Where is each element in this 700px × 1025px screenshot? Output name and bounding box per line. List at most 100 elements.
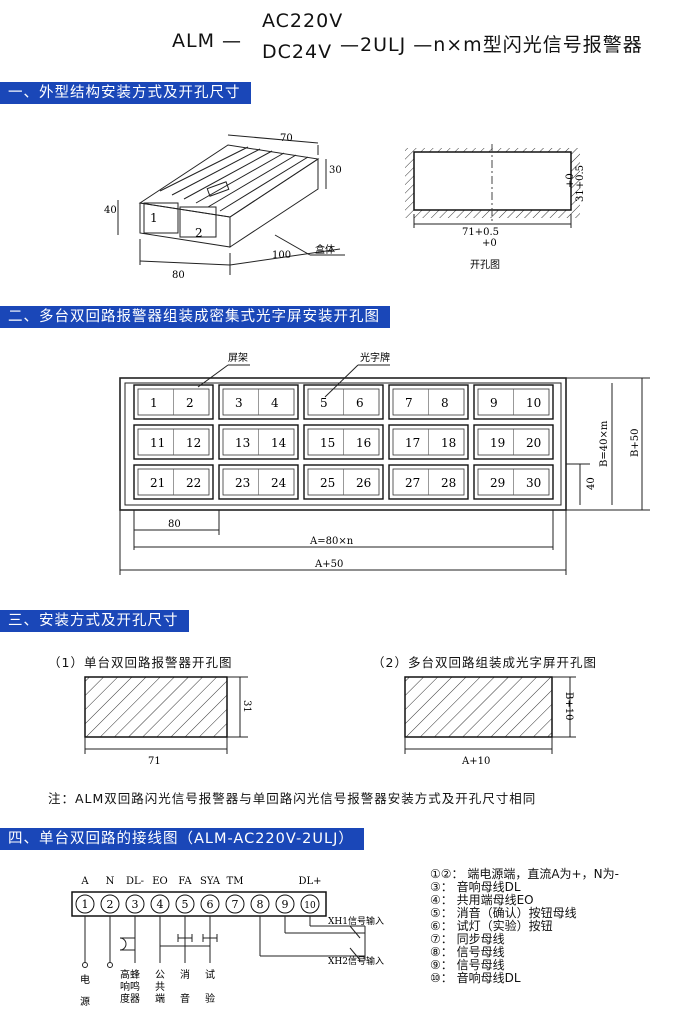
- dim-b50: B+50: [630, 429, 641, 457]
- lamp-cell: [388, 424, 469, 460]
- terminal-top-label: DL-: [126, 876, 144, 887]
- hole-height-tol: +0: [565, 173, 576, 188]
- lamp-number: 30: [526, 476, 541, 490]
- mute-label-2: 音: [180, 992, 190, 1005]
- legend-item: ④： 共用端母线EO: [430, 893, 534, 907]
- cutout-caption-2: （2）多台双回路组装成光字屏开孔图: [372, 655, 597, 670]
- test-label-1: 试: [205, 968, 215, 981]
- terminal-number: 2: [107, 898, 114, 911]
- lamp-number: 23: [235, 476, 250, 490]
- terminal-circle: [275, 894, 295, 914]
- terminal-circle: [175, 894, 195, 914]
- dim-30: 30: [329, 165, 342, 176]
- lamp-cell: [473, 384, 554, 420]
- terminal-top-label: FA: [178, 876, 192, 887]
- legend-item: ⑥： 试灯（实验）按钮: [430, 919, 553, 933]
- buzzer-label-1: 高蜂: [120, 968, 140, 981]
- terminal-top-label: EO: [152, 876, 168, 887]
- terminal-number: 9: [282, 898, 289, 911]
- lamp-cell: [133, 384, 214, 420]
- terminal-top-label: A: [80, 876, 89, 887]
- xh1-label: XH1信号输入: [328, 915, 384, 927]
- terminal-circle: [250, 894, 270, 914]
- dim-100: 100: [272, 250, 291, 261]
- dim-71: 71: [148, 756, 161, 767]
- lamp-cell: [218, 464, 299, 500]
- panel-label-2: 2: [195, 226, 203, 240]
- lamp-number: 25: [320, 476, 335, 490]
- legend-item: ①②： 端电源端，直流A为+，N为-: [430, 867, 619, 881]
- lamp-cell: [303, 384, 384, 420]
- common-label-3: 端: [155, 992, 165, 1005]
- lamp-cell: [473, 424, 554, 460]
- common-label-2: 共: [155, 981, 165, 993]
- terminal-number: 6: [207, 898, 214, 911]
- lamp-cell: [388, 384, 469, 420]
- box-label: 盒体: [315, 243, 335, 256]
- dim-a80n: A=80×n: [309, 536, 354, 547]
- lamp-cell: [303, 424, 384, 460]
- lamp-cell: [303, 464, 384, 500]
- terminal-top-label: SYA: [200, 876, 221, 887]
- lamp-number: 27: [405, 476, 420, 490]
- title-suffix: —2ULJ —n×m型闪光信号报警器: [340, 34, 643, 56]
- lamp-cell: [218, 384, 299, 420]
- lamp-number: 4: [271, 396, 279, 410]
- terminal-top-label: DL+: [298, 876, 321, 887]
- terminal-top-label: N: [106, 876, 115, 887]
- terminal-circle: [75, 894, 95, 914]
- buzzer-label-3: 度器: [120, 992, 140, 1005]
- hole-width: 71+0.5: [462, 227, 499, 238]
- terminal-top-label: TM: [227, 876, 244, 887]
- lamp-number: 8: [441, 396, 449, 410]
- lamp-number: 16: [356, 436, 371, 450]
- lamp-number: 7: [405, 396, 413, 410]
- lamp-number: 1: [150, 396, 158, 410]
- lamp-number: 6: [356, 396, 364, 410]
- dim-row-40: 40: [586, 477, 597, 490]
- buzzer-label-2: 响鸣: [120, 980, 140, 993]
- terminal-circle: [100, 894, 120, 914]
- mute-label-1: 消: [180, 968, 190, 981]
- terminal-number: 3: [132, 898, 139, 911]
- common-label-1: 公: [155, 970, 165, 981]
- single-cutout-figure: 31 71: [84, 676, 252, 767]
- test-label-2: 验: [205, 992, 215, 1005]
- legend-item: ⑧： 信号母线: [430, 945, 505, 959]
- lamp-label: 光字牌: [360, 351, 390, 364]
- title-voltage-bottom: DC24V: [262, 41, 333, 63]
- legend-item: ⑦： 同步母线: [430, 932, 505, 946]
- terminal-circle: [200, 894, 220, 914]
- multi-cutout-figure: B+10 A+10: [404, 676, 576, 767]
- cutout-drawing: 71+0.5 +0 开孔图 31+0.5 +0: [405, 144, 586, 271]
- lamp-number: 3: [235, 396, 243, 410]
- lamp-cell: [133, 424, 214, 460]
- lamp-number: 21: [150, 476, 165, 490]
- section-header-3: 三、安装方式及开孔尺寸: [0, 610, 189, 632]
- power-label-1: 电: [80, 973, 90, 986]
- frame-label: 屏架: [228, 352, 248, 364]
- section-header-4: 四、单台双回路的接线图（ALM-AC220V-2ULJ）: [0, 828, 364, 850]
- power-label-2: 源: [80, 995, 90, 1008]
- enclosure-outline-figure: 1 2 70 30 40 80 100 盒体: [104, 133, 345, 281]
- terminal-number: 1: [82, 898, 89, 911]
- hole-width-tol: +0: [482, 238, 497, 249]
- lamp-number: 24: [271, 476, 287, 490]
- title-voltage-top: AC220V: [262, 10, 344, 32]
- lamp-number: 12: [186, 436, 201, 450]
- dim-80: 80: [172, 270, 185, 281]
- hole-height: 31+0.5: [575, 165, 586, 202]
- legend-item: ⑤： 消音（确认）按钮母线: [430, 906, 577, 920]
- lamp-number: 11: [150, 436, 165, 450]
- hole-caption: 开孔图: [470, 259, 500, 271]
- installation-note: 注：ALM双回路闪光信号报警器与单回路闪光信号报警器安装方式及开孔尺寸相同: [48, 791, 537, 806]
- terminal-circle: [300, 894, 320, 914]
- cutout-caption-1: （1）单台双回路报警器开孔图: [48, 655, 233, 670]
- dim-a50: A+50: [314, 559, 343, 570]
- terminal-number: 5: [182, 898, 189, 911]
- title-prefix: ALM —: [172, 30, 243, 52]
- lamp-number: 10: [526, 396, 541, 410]
- dim-cell-80: 80: [168, 519, 181, 530]
- terminal-circle: [225, 894, 245, 914]
